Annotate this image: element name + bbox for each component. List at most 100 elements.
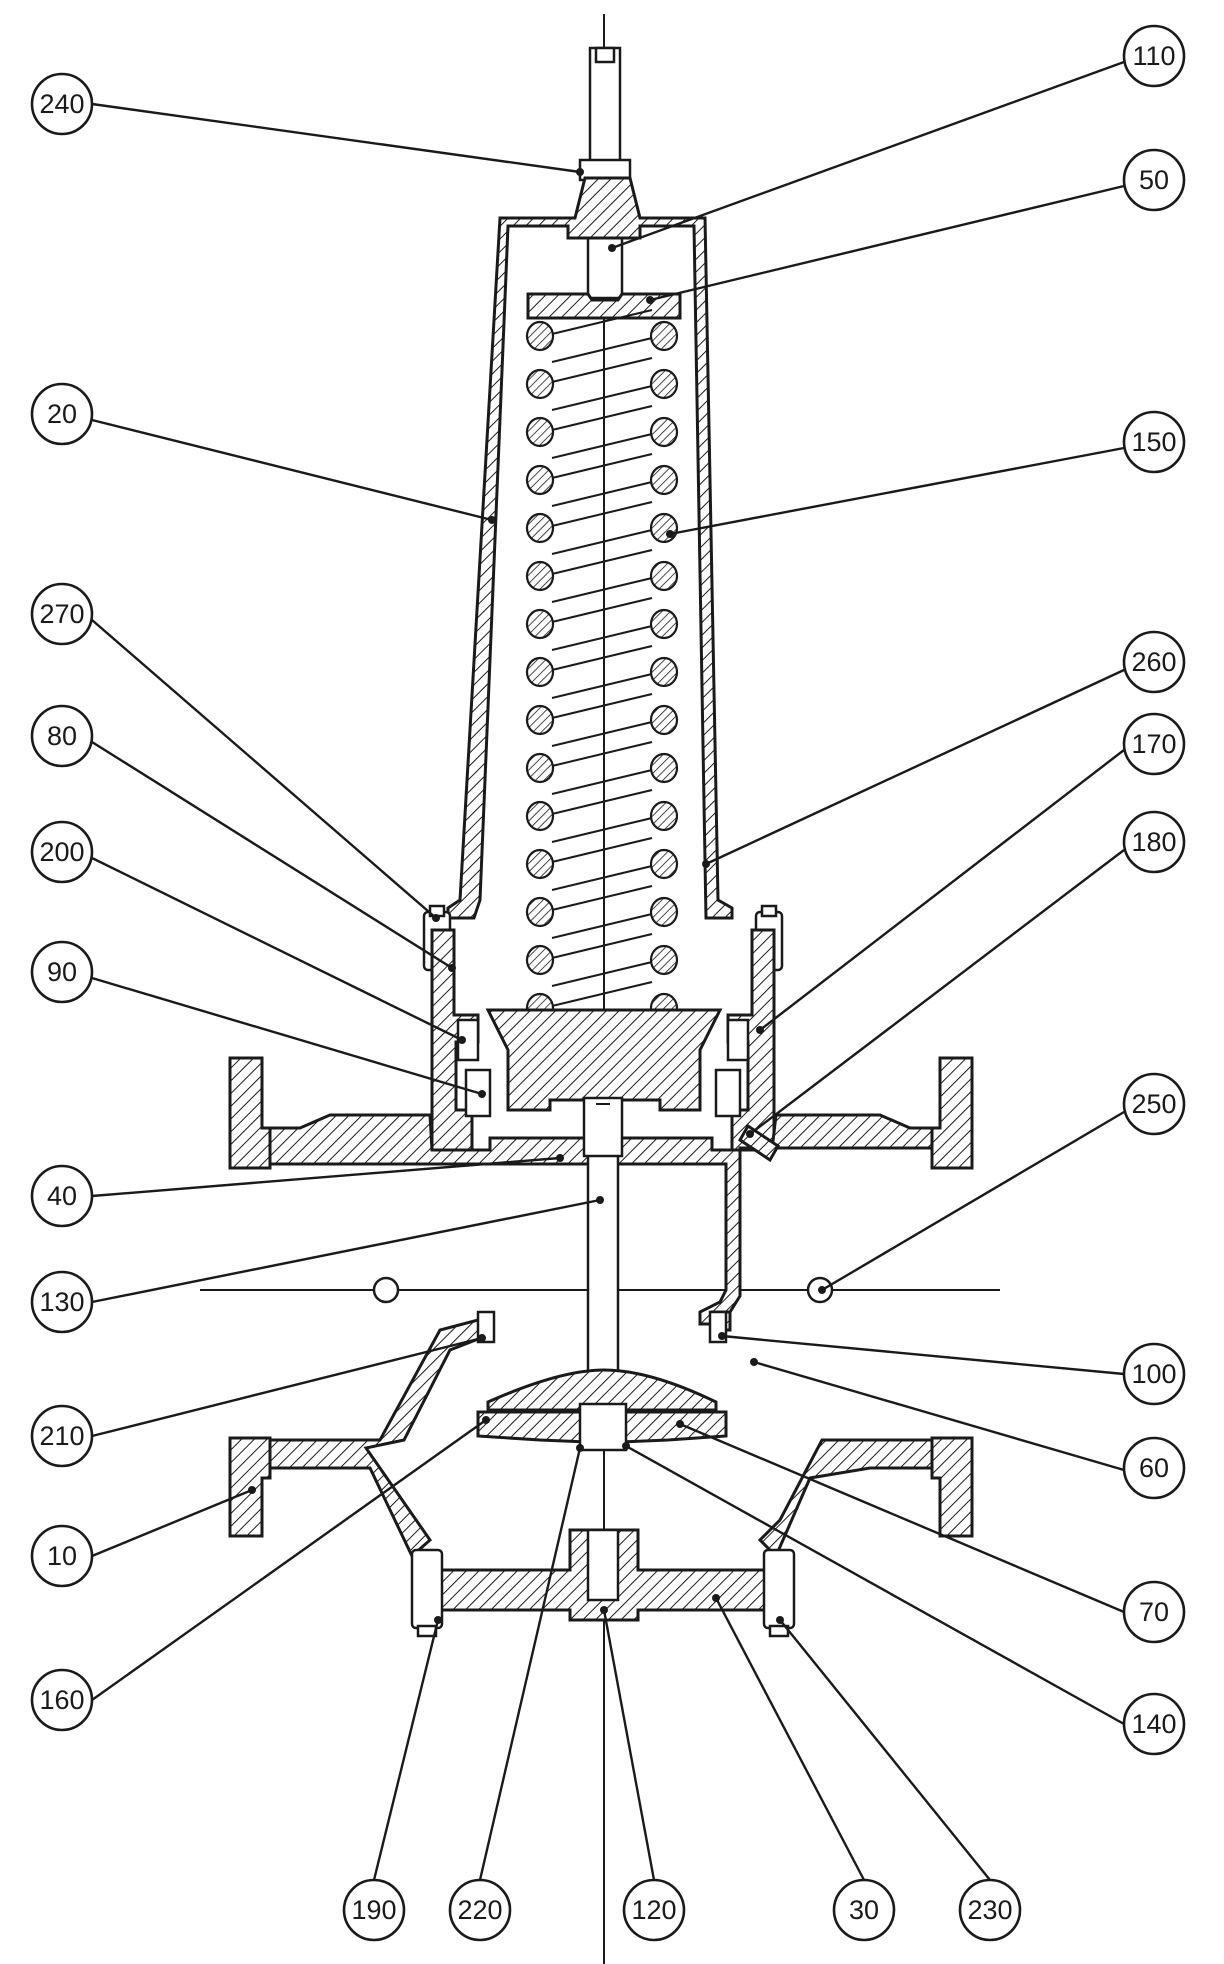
leader-line-210	[91, 1336, 483, 1438]
leader-line-130	[91, 1198, 601, 1304]
svg-text:20: 20	[47, 399, 77, 429]
spring-coil-section	[649, 704, 679, 736]
spring-coil-wire	[551, 769, 653, 795]
svg-text:170: 170	[1131, 729, 1176, 759]
callout-250: 250	[1122, 1072, 1186, 1136]
spring-coil-section	[649, 752, 679, 784]
leader-line-170	[759, 749, 1125, 1031]
svg-text:270: 270	[39, 599, 84, 629]
leader-dot-250	[818, 1286, 826, 1294]
spring-coil-wire	[551, 597, 653, 623]
svg-text:130: 130	[39, 1287, 84, 1317]
svg-text:100: 100	[1131, 1359, 1176, 1389]
spring-coil-section	[649, 944, 679, 976]
svg-text:230: 230	[967, 1895, 1012, 1925]
svg-text:240: 240	[39, 89, 84, 119]
spring-coil-wire	[551, 721, 653, 747]
leader-line-140	[625, 1444, 1125, 1726]
leader-line-70	[679, 1422, 1125, 1614]
spring-coil-section	[525, 848, 555, 880]
callout-30: 30	[832, 1878, 896, 1942]
svg-text:140: 140	[1131, 1709, 1176, 1739]
lower-spring-plate	[485, 1008, 723, 1112]
leader-line-200	[91, 856, 463, 1042]
callout-60: 60	[1122, 1436, 1186, 1500]
svg-text:80: 80	[47, 721, 77, 751]
spring-coil-section	[525, 800, 555, 832]
valve-disc	[476, 1368, 728, 1452]
leader-dot-110	[608, 244, 616, 252]
spring-coil-section	[649, 800, 679, 832]
callout-150-top: 150	[1122, 410, 1186, 474]
intermediate-flange	[430, 928, 776, 1152]
spring-coil-section	[649, 656, 679, 688]
spring-coil-wire	[551, 337, 653, 363]
callout-130: 130	[30, 1270, 94, 1334]
svg-text:60: 60	[1139, 1453, 1169, 1483]
leader-dot-90	[478, 1090, 486, 1098]
adjusting-screw	[578, 46, 632, 300]
spring-coil-section	[525, 368, 555, 400]
spring-coil-wire	[551, 981, 653, 1007]
spring-coil-wire	[551, 961, 653, 987]
valve-assembly	[200, 14, 1000, 1964]
callout-labels: 240 110 50 20 150 270 260 80 170 200 180…	[30, 24, 1186, 1942]
leader-dot-20	[488, 516, 496, 524]
spring-coil-section	[525, 560, 555, 592]
leader-dot-120	[600, 1606, 608, 1614]
leader-lines	[91, 60, 1125, 1881]
callout-220: 220	[448, 1878, 512, 1942]
leader-dot-170	[756, 1026, 764, 1034]
callout-200: 200	[30, 820, 94, 884]
callout-140: 140	[1122, 1692, 1186, 1756]
callout-120: 120	[622, 1878, 686, 1942]
leader-dot-180	[746, 1130, 754, 1138]
leader-line-80	[91, 740, 453, 970]
spring-coil-section	[649, 512, 679, 544]
callout-210: 210	[30, 1404, 94, 1468]
leader-line-190	[372, 1619, 440, 1881]
leader-line-20	[91, 418, 493, 522]
leader-line-40	[91, 1156, 561, 1198]
callout-230: 230	[958, 1878, 1022, 1942]
spring-coil-section	[525, 704, 555, 736]
svg-text:110: 110	[1132, 41, 1175, 71]
svg-text:40: 40	[47, 1181, 77, 1211]
svg-text:50: 50	[1139, 165, 1169, 195]
leader-line-240	[91, 102, 581, 174]
leader-dot-150	[666, 530, 674, 538]
spring-coil-section	[525, 608, 555, 640]
main-spring	[525, 309, 679, 1035]
leader-dot-40	[556, 1154, 564, 1162]
callout-20: 20	[30, 382, 94, 446]
leader-dot-260	[702, 860, 710, 868]
spring-coil-wire	[551, 817, 653, 843]
callout-160: 160	[30, 1668, 94, 1732]
leader-dot-230	[776, 1616, 784, 1624]
spring-coil-section	[649, 560, 679, 592]
spring-coil-section	[525, 512, 555, 544]
spring-coil-wire	[551, 837, 653, 863]
svg-text:120: 120	[631, 1895, 676, 1925]
leader-line-50	[649, 184, 1125, 302]
svg-text:160: 160	[39, 1685, 84, 1715]
spring-coil-wire	[551, 433, 653, 459]
leader-dot-50	[646, 296, 654, 304]
spring-coil-wire	[551, 481, 653, 507]
leader-dot-60	[750, 1358, 758, 1366]
spring-coil-wire	[551, 865, 653, 891]
spring-coil-wire	[551, 885, 653, 911]
svg-text:200: 200	[39, 837, 84, 867]
spring-coil-wire	[551, 549, 653, 575]
spring-coil-wire	[551, 453, 653, 479]
leader-line-60	[753, 1360, 1125, 1472]
spring-coil-wire	[551, 357, 653, 383]
callout-100: 100	[1122, 1342, 1186, 1406]
leader-dot-80	[448, 964, 456, 972]
leader-line-150	[669, 446, 1125, 536]
spring-coil-section	[525, 416, 555, 448]
spring-coil-wire	[551, 577, 653, 603]
spring-coil-wire	[551, 673, 653, 699]
bottom-cover	[410, 1528, 796, 1638]
svg-text:180: 180	[1131, 827, 1176, 857]
